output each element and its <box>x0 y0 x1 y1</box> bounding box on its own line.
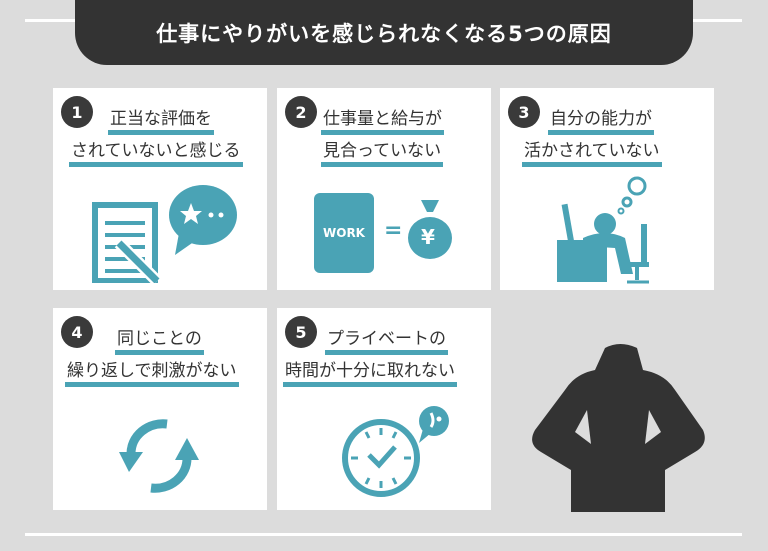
number-badge: 4 <box>61 316 93 348</box>
cause-line-1: プライベートの <box>325 328 448 355</box>
cause-card-3: 3 自分の能力が 活かされていない <box>500 88 714 290</box>
cycle-arrows-icon <box>119 419 199 493</box>
stressed-person-silhouette <box>532 344 705 512</box>
cause-line-2: されていないと感じる <box>69 140 243 167</box>
cause-card-4: 4 同じことの 繰り返しで刺激がない <box>53 308 267 510</box>
yen-sign: ¥ <box>421 225 435 249</box>
cause-line-2: 繰り返しで刺激がない <box>65 360 239 387</box>
work-card-icon: WORK <box>314 193 374 273</box>
money-bag-icon <box>408 200 452 259</box>
number-badge: 3 <box>508 96 540 128</box>
bottom-divider <box>25 533 742 536</box>
number-badge: 5 <box>285 316 317 348</box>
page-title: 仕事にやりがいを感じられなくなる5つの原因 <box>75 0 693 65</box>
number-badge: 2 <box>285 96 317 128</box>
cause-line-2: 活かされていない <box>522 140 662 167</box>
cause-line-1: 自分の能力が <box>548 108 654 135</box>
cause-card-1: 1 正当な評価を されていないと感じる <box>53 88 267 290</box>
cause-line-2: 時間が十分に取れない <box>283 360 457 387</box>
cause-card-5: 5 プライベートの 時間が十分に取れない <box>277 308 491 510</box>
cause-line-2: 見合っていない <box>321 140 444 167</box>
cause-card-2: 2 仕事量と給与が 見合っていない WORK = ¥ <box>277 88 491 290</box>
clock-sweat-icon <box>342 406 449 497</box>
equals-sign: = <box>384 218 403 243</box>
document-pen-speech-star-icon <box>92 185 237 283</box>
cause-line-1: 同じことの <box>115 328 204 355</box>
person-slumped-at-desk-icon <box>557 176 649 284</box>
cause-line-1: 正当な評価を <box>108 108 214 135</box>
cause-line-1: 仕事量と給与が <box>321 108 444 135</box>
work-label: WORK <box>323 226 365 240</box>
number-badge: 1 <box>61 96 93 128</box>
